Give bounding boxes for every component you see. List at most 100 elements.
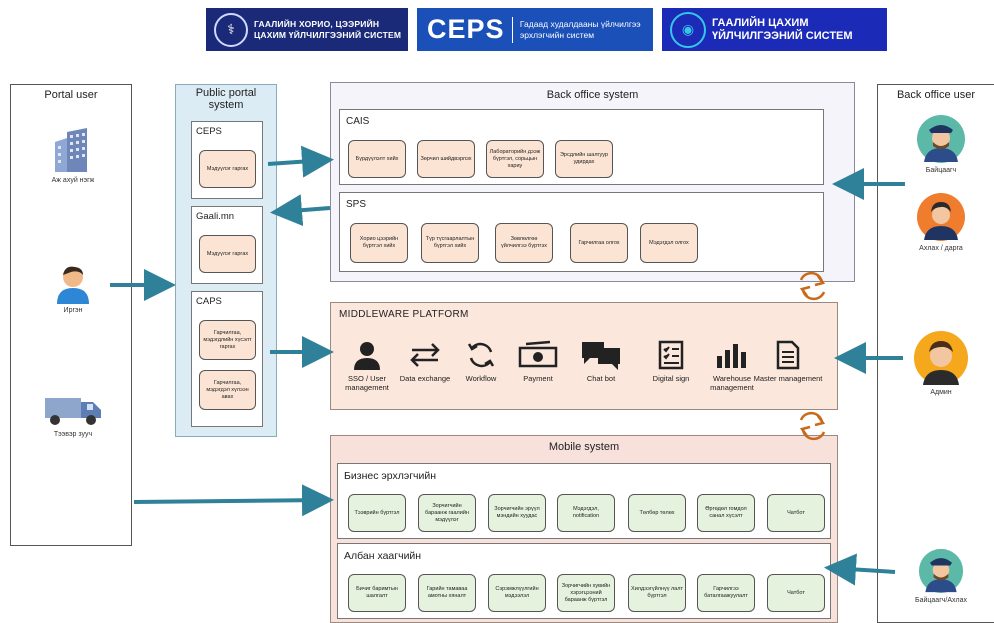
official-function: Чатбот [767, 574, 825, 612]
ceps-logo-text: Гадаад худалдааны үйлчилгээ эрхлэгчийн с… [519, 18, 641, 40]
mw-digital-sign: Digital sign [636, 340, 706, 383]
customs-logo-text: ГААЛИЙН ХОРИО, ЦЭЭРИЙН ЦАХИМ ҮЙЛЧИЛГЭЭНИ… [254, 18, 402, 40]
ceps-logo: CEPS Гадаад худалдааны үйлчилгээ эрхлэгч… [417, 8, 653, 51]
back-office-user-title: Back office user [896, 89, 976, 101]
gaali-portal-box: Gaali.mn Мэдүүлэг гаргах [191, 206, 263, 284]
sps-title: SPS [346, 199, 367, 210]
business-function: Зорчигчийн эрүүл мэндийн хуудас [488, 494, 546, 532]
actor-senior-inspector-label: Байцаагч/Ахлах [915, 597, 967, 604]
caps-portal-box: CAPS Гарчилгаа, мэдэгдлийн хүсэлт гаргах… [191, 291, 263, 427]
actor-company: Аж ахуй нэгж [28, 126, 118, 184]
actor-citizen-label: Иргэн [63, 307, 83, 314]
cais-box: CAIS Бүрдүүлэлт хийх Зөрчил шийдвэрлэх Л… [339, 109, 824, 185]
arrow-sps-to-gaali [270, 194, 331, 227]
business-function: Төлбөр төлөх [628, 494, 686, 532]
admin-icon [914, 331, 968, 385]
official-box: Албан хаагчийн Бичиг баримтын шалгалт Га… [337, 543, 831, 619]
mw-data-exchange-label: Data exchange [399, 374, 451, 383]
business-function: Мэдэгдэл, notification [557, 494, 615, 532]
exchange-icon [410, 343, 440, 367]
user-icon [354, 342, 380, 370]
gaali-declaration-function: Мэдүүлэг гаргах [199, 235, 256, 273]
business-function: Чатбот [767, 494, 825, 532]
warehouse-icon [717, 344, 746, 368]
truck-icon [45, 398, 101, 425]
sps-box: SPS Хорио цээрийн бүртгэл хийх Түр түсга… [339, 192, 824, 272]
caps-portal-title: CAPS [196, 296, 222, 307]
caps-receive-function: Гарчилгаа, мэдэгдэл хүлээн авах [199, 370, 256, 410]
actor-manager-label: Ахлах / дарга [919, 245, 963, 252]
mw-data-exchange: Data exchange [390, 340, 460, 383]
customs-egov-logo: ◉ ГААЛИЙН ЦАХИМ ҮЙЛЧИЛГЭЭНИЙ СИСТЕМ [662, 8, 887, 51]
business-function: Өргөдөл гомдол санал хүсэлт [697, 494, 755, 532]
official-function: Зорчигчийн хувийн хэрэгцээний бараанж бү… [557, 574, 615, 612]
actor-inspector: Байцаагч [896, 114, 986, 174]
egov-logo-text: ГААЛИЙН ЦАХИМ ҮЙЛЧИЛГЭЭНИЙ СИСТЕМ [712, 16, 853, 42]
mw-payment-label: Payment [523, 374, 553, 383]
sps-function: Мэдэгдэл олгох [640, 223, 698, 263]
ceps-brand: CEPS [427, 14, 505, 44]
sps-function: Түр түсгаарлалтын бүртгэл хийх [421, 223, 479, 263]
manager-icon [917, 193, 965, 241]
arrow-portal-to-mobile [133, 484, 334, 517]
cais-function: Зөрчил шийдвэрлэх [417, 140, 475, 178]
gaali-portal-title: Gaali.mn [196, 211, 235, 222]
cais-function: Бүрдүүлэлт хийх [348, 140, 406, 178]
official-function: Хилдээгүйлнүү лалт бүртгэл [628, 574, 686, 612]
middleware-title: MIDDLEWARE PLATFORM [339, 309, 469, 320]
mw-workflow-label: Workflow [465, 374, 497, 383]
caps-request-function: Гарчилгаа, мэдэгдлийн хүсэлт гаргах [199, 320, 256, 360]
ceps-divider [511, 16, 513, 43]
payment-icon [518, 340, 558, 368]
actor-inspector-label: Байцаагч [925, 167, 957, 174]
actor-carrier: Тээвэр зууч [28, 392, 118, 438]
official-function: Бичиг баримтын шалгалт [348, 574, 406, 612]
senior-inspector-icon [918, 548, 964, 594]
business-title: Бизнес эрхлэгчийн [344, 470, 437, 482]
business-function: Зорчигчийн бараанж гаалийн мэдүүлэг [418, 494, 476, 532]
public-portal-title: Public portal system [195, 87, 257, 111]
ceps-portal-box: CEPS Мэдүүлэг гаргах [191, 121, 263, 199]
mw-warehouse-label: Warehouse management [710, 374, 754, 392]
mw-master-label: Master management [753, 374, 823, 383]
citizen-icon [57, 266, 89, 304]
workflow-icon [467, 342, 495, 368]
official-title: Албан хаагчийн [344, 550, 422, 562]
cais-function: Лабораторийн дээж бүртгэл, сорьцын хариу [486, 140, 544, 178]
ceps-portal-title: CEPS [196, 126, 222, 137]
sps-function: Гарчилгаа олгох [570, 223, 628, 263]
ceps-declaration-function: Мэдүүлэг гаргах [199, 150, 256, 188]
mw-warehouse: Warehouse management [697, 340, 767, 392]
cais-title: CAIS [346, 116, 370, 127]
digital-sign-icon [658, 340, 684, 370]
mw-chatbot: Chat bot [566, 340, 636, 383]
back-office-system-title: Back office system [546, 89, 639, 101]
actor-carrier-label: Тээвэр зууч [53, 431, 93, 438]
portal-user-title: Portal user [44, 89, 98, 101]
mw-digital-sign-label: Digital sign [652, 374, 690, 383]
customs-emblem-icon: ⚕ [214, 12, 248, 47]
customs-quarantine-logo: ⚕ ГААЛИЙН ХОРИО, ЦЭЭРИЙН ЦАХИМ ҮЙЛЧИЛГЭЭ… [206, 8, 408, 51]
eye-emblem-icon: ◉ [670, 11, 706, 48]
actor-senior-inspector: Байцаагч/Ахлах [896, 548, 986, 604]
mw-master: Master management [753, 340, 823, 383]
mw-sso-label: SSO / User management [345, 374, 389, 392]
building-icon [55, 128, 87, 172]
official-function: Сэрэмжлүүлгийн мэдээлэл [488, 574, 546, 612]
actor-company-label: Аж ахуй нэгж [51, 177, 95, 184]
sps-function: Хорио цээрийн бүртгэл хийх [350, 223, 408, 263]
business-function: Тээврийн бүртгэл [348, 494, 406, 532]
inspector-icon [917, 115, 965, 163]
chat-icon [582, 342, 620, 370]
official-function: Гарчилгээ баталгаажуулалт [697, 574, 755, 612]
mw-chatbot-label: Chat bot [586, 374, 616, 383]
official-function: Гарийн тамаваа амотны хяналт [418, 574, 476, 612]
document-icon [776, 340, 800, 370]
cais-function: Эрсдлийн шалгуур удирдах [555, 140, 613, 178]
business-box: Бизнес эрхлэгчийн Тээврийн бүртгэл Зорчи… [337, 463, 831, 539]
mw-payment: Payment [503, 340, 573, 383]
actor-manager: Ахлах / дарга [896, 192, 986, 252]
mw-sso: SSO / User management [332, 340, 402, 392]
actor-admin-label: Админ [930, 389, 952, 396]
actor-citizen: Иргэн [28, 262, 118, 314]
